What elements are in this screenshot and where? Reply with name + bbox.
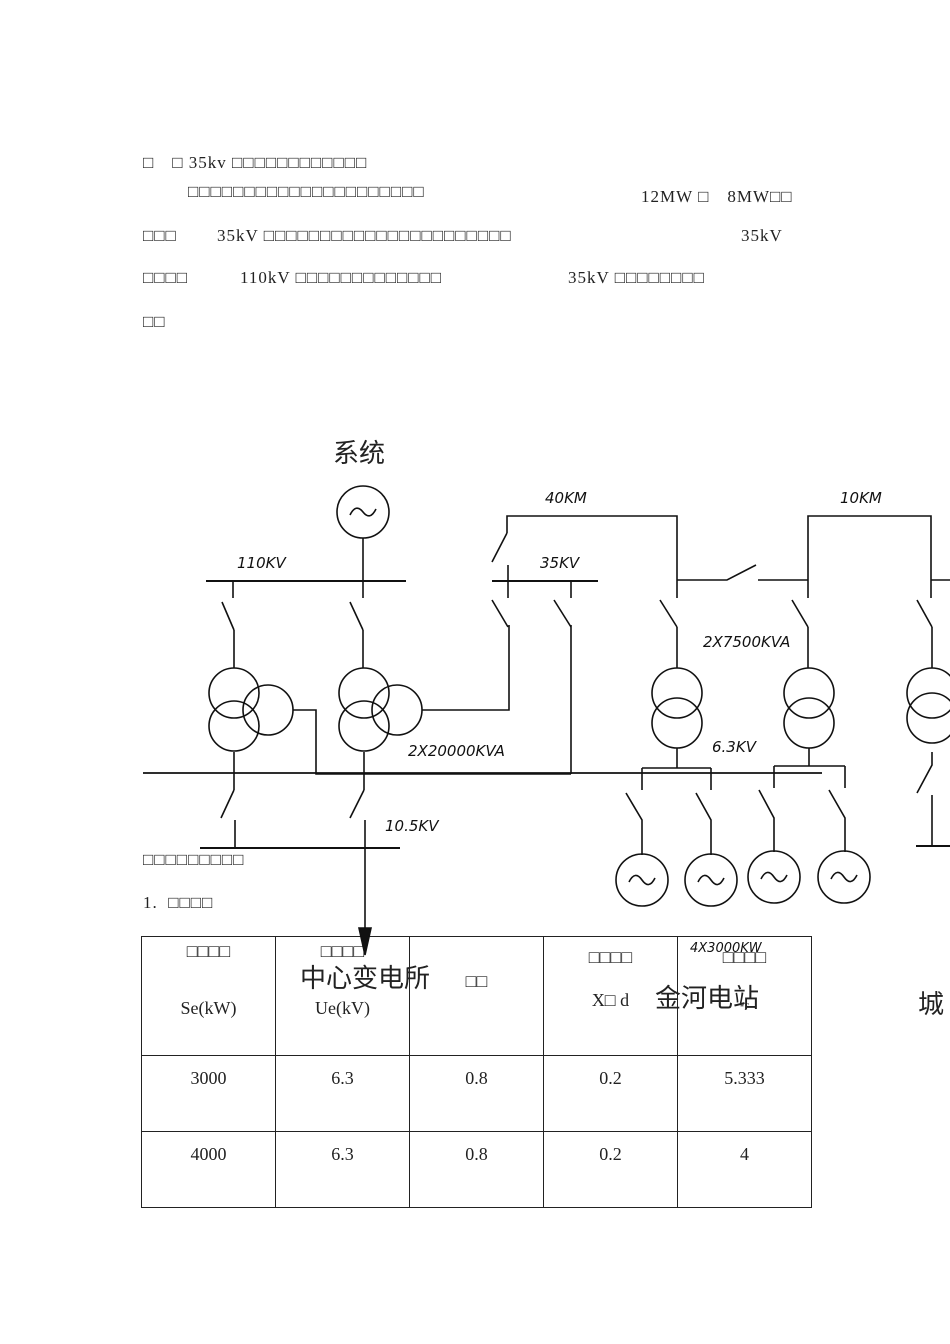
bus-10-5kv-label: 10.5KV xyxy=(385,817,440,835)
two-winding-transformer-icon xyxy=(651,667,703,749)
header-cell: □□□□Se(kW) xyxy=(141,936,276,1056)
header-cell: □□□□*F xyxy=(677,936,812,1056)
line-10km-label: 10KM xyxy=(840,489,882,507)
line-40km-label: 40KM xyxy=(545,489,587,507)
table-cell: 0.8 xyxy=(409,1131,544,1208)
three-winding-transformer-icon xyxy=(208,667,294,752)
switch-icon xyxy=(553,599,572,628)
intro-line-3b: 35kV □□□□□□□□□□□□□□□□□□□□□□ xyxy=(217,226,512,245)
two-winding-transformer-icon xyxy=(783,667,835,749)
table-cell: 4 xyxy=(677,1131,812,1208)
conductor xyxy=(773,748,846,788)
conductor xyxy=(422,625,510,711)
switch-icon xyxy=(491,599,509,628)
switch-icon xyxy=(491,532,508,563)
city-label: 城 xyxy=(918,990,944,1020)
table-row: 4000 6.3 0.8 0.2 4 xyxy=(141,1131,812,1208)
bus-6-3kv-label: 6.3KV xyxy=(712,738,758,756)
table-cell: 0.2 xyxy=(543,1055,678,1132)
system-label: 系统 xyxy=(333,439,385,469)
two-winding-transformer-icon xyxy=(906,667,950,744)
switch-icon xyxy=(758,789,775,852)
intro-line-4a: □□□□ xyxy=(143,268,189,287)
switch-icon xyxy=(220,789,235,819)
table-row: 3000 6.3 0.8 0.2 5.333 xyxy=(141,1055,812,1132)
switch-icon xyxy=(659,599,678,628)
bus-110kv-label: 110KV xyxy=(237,554,287,572)
section-title: □□□□□□□□□ xyxy=(143,850,245,869)
transformer-7500-label: 2X7500KVA xyxy=(703,633,790,651)
header-cell: □□□□X□ d xyxy=(543,936,678,1056)
tie-switch-icon xyxy=(677,564,757,581)
generator-parameter-table: □□□□Se(kW) □□□□Ue(kV) □□ □□□□X□ d □□□□*F… xyxy=(141,936,812,1208)
switch-icon xyxy=(625,792,643,855)
switch-icon xyxy=(791,599,809,628)
three-winding-transformer-icon xyxy=(338,667,423,752)
switch-icon xyxy=(349,601,364,631)
switch-icon xyxy=(221,601,235,631)
switch-icon xyxy=(349,789,365,819)
table-header-row: □□□□Se(kW) □□□□Ue(kV) □□ □□□□X□ d □□□□*F xyxy=(141,936,812,1056)
generator-icon xyxy=(747,850,801,904)
switch-icon xyxy=(828,789,846,852)
subsection-title: 1. □□□□ xyxy=(143,893,214,912)
intro-line-5: □□ xyxy=(143,312,166,331)
table-cell: 3000 xyxy=(141,1055,276,1132)
intro-line-1: □ □ 35kv □□□□□□□□□□□□ xyxy=(143,153,368,172)
table-cell: 0.2 xyxy=(543,1131,678,1208)
conductor xyxy=(641,748,712,790)
intro-line-2a: □□□□□□□□□□□□□□□□□□□□□ xyxy=(188,182,425,201)
intro-line-2b: 12MW □ 8MW□□ xyxy=(641,187,793,206)
line-10km xyxy=(807,515,932,598)
conductor xyxy=(293,709,571,775)
table-cell: 6.3 xyxy=(275,1131,410,1208)
table-cell: 4000 xyxy=(141,1131,276,1208)
intro-line-4b: 110kV □□□□□□□□□□□□□ xyxy=(240,268,443,287)
switch-icon xyxy=(695,792,712,855)
generator-icon xyxy=(615,853,669,907)
generator-icon xyxy=(684,853,738,907)
ac-wave-icon xyxy=(349,507,377,517)
intro-line-3a: □□□ xyxy=(143,226,177,245)
switch-icon xyxy=(916,599,933,628)
intro-line-4c: 35kV □□□□□□□□ xyxy=(568,268,705,287)
table-cell: 5.333 xyxy=(677,1055,812,1132)
header-cell: □□□□Ue(kV) xyxy=(275,936,410,1056)
transformer-20000-label: 2X20000KVA xyxy=(408,742,505,760)
switch-icon xyxy=(916,752,933,794)
system-source-icon xyxy=(336,485,390,539)
table-cell: 6.3 xyxy=(275,1055,410,1132)
line-40km xyxy=(506,515,678,598)
generator-icon xyxy=(817,850,871,904)
bus-35kv-label: 35KV xyxy=(540,554,581,572)
table-cell: 0.8 xyxy=(409,1055,544,1132)
intro-line-3c: 35kV xyxy=(741,226,783,245)
header-cell: □□ xyxy=(409,936,544,1056)
